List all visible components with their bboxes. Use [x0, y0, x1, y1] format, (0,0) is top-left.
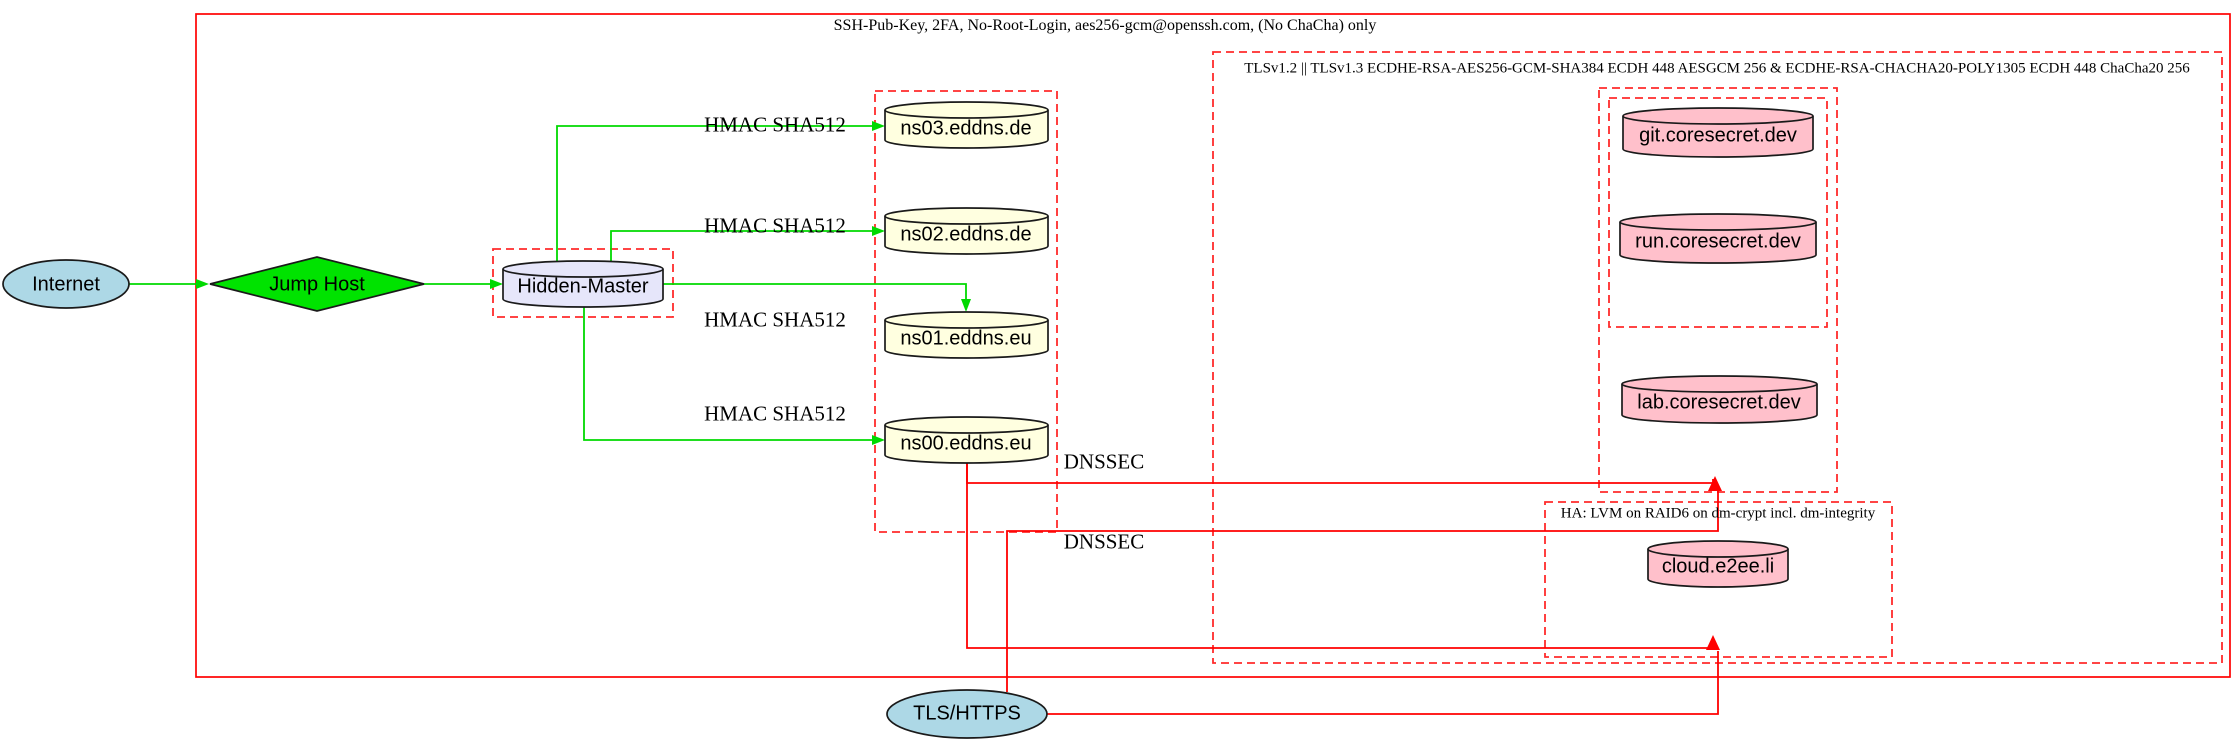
- coresecret-inner-cluster-border: [1608, 97, 1828, 328]
- edge-label-hmac-ns01: HMAC SHA512: [704, 307, 846, 332]
- arrowhead: [872, 121, 885, 131]
- node-git: [1622, 107, 1814, 158]
- edge-jumphost-to-hiddenmaster: [424, 279, 503, 289]
- dns-cluster-border: [874, 90, 1058, 533]
- node-label-lab: lab.coresecret.dev: [1637, 391, 1801, 414]
- node-label-ns02: ns02.eddns.de: [900, 223, 1032, 246]
- edge-tlshttps-to-ha: [1047, 651, 1719, 715]
- node-label-jump-host: Jump Host: [269, 273, 365, 296]
- edge-hiddenmaster-to-ns02: [610, 226, 885, 261]
- edge-tlshttps-to-coresecret: [1006, 490, 1719, 692]
- arrowhead-ha: [1706, 635, 1720, 650]
- node-jump-host: [209, 256, 425, 312]
- edge-internet-to-jumphost: [129, 279, 209, 289]
- edge-label-hmac-ns03: HMAC SHA512: [704, 112, 846, 137]
- node-label-run: run.coresecret.dev: [1635, 230, 1801, 253]
- arrowhead: [490, 279, 503, 289]
- node-hidden-master: [502, 260, 664, 308]
- node-lab: [1621, 375, 1818, 424]
- edge-hiddenmaster-to-ns03: [556, 121, 885, 261]
- node-label-ns01: ns01.eddns.eu: [900, 327, 1032, 350]
- node-label-hidden-master: Hidden-Master: [517, 275, 649, 298]
- node-ns01: [884, 311, 1049, 359]
- ssh-cluster-border: [195, 13, 2231, 678]
- arrowhead: [872, 435, 885, 445]
- arrowhead-coresecret: [1708, 476, 1722, 491]
- node-ns00: [884, 416, 1049, 464]
- ssh-cluster-label: SSH-Pub-Key, 2FA, No-Root-Login, aes256-…: [833, 17, 1377, 34]
- node-label-tls-https: TLS/HTTPS: [913, 702, 1021, 725]
- node-internet: [2, 259, 130, 309]
- tls-cluster-label: TLSv1.2 || TLSv1.3 ECDHE-RSA-AES256-GCM-…: [1244, 60, 2190, 77]
- edge-label-hmac-ns00: HMAC SHA512: [704, 401, 846, 426]
- arrowhead: [196, 279, 209, 289]
- node-ns02: [884, 207, 1049, 255]
- node-tls-https: [886, 689, 1048, 739]
- ha-cluster-label: HA: LVM on RAID6 on dm-crypt incl. dm-in…: [1560, 505, 1876, 522]
- edge-ns00-to-ha: [966, 463, 1710, 649]
- edge-label-dnssec-1: DNSSEC: [1063, 449, 1145, 474]
- arrowhead: [961, 299, 971, 312]
- node-label-internet: Internet: [32, 273, 100, 296]
- edge-hiddenmaster-to-ns00: [583, 307, 885, 445]
- node-label-git: git.coresecret.dev: [1639, 124, 1797, 147]
- edge-label-hmac-ns02: HMAC SHA512: [704, 213, 846, 238]
- node-label-ns03: ns03.eddns.de: [900, 117, 1032, 140]
- arrowhead: [872, 226, 885, 236]
- edge-label-dnssec-2: DNSSEC: [1063, 529, 1145, 554]
- node-run: [1619, 213, 1817, 264]
- node-ns03: [884, 101, 1049, 149]
- node-label-cloud: cloud.e2ee.li: [1661, 555, 1775, 578]
- node-cloud: [1647, 540, 1789, 588]
- edge-hiddenmaster-to-ns01: [663, 283, 971, 312]
- node-label-ns00: ns00.eddns.eu: [900, 432, 1032, 455]
